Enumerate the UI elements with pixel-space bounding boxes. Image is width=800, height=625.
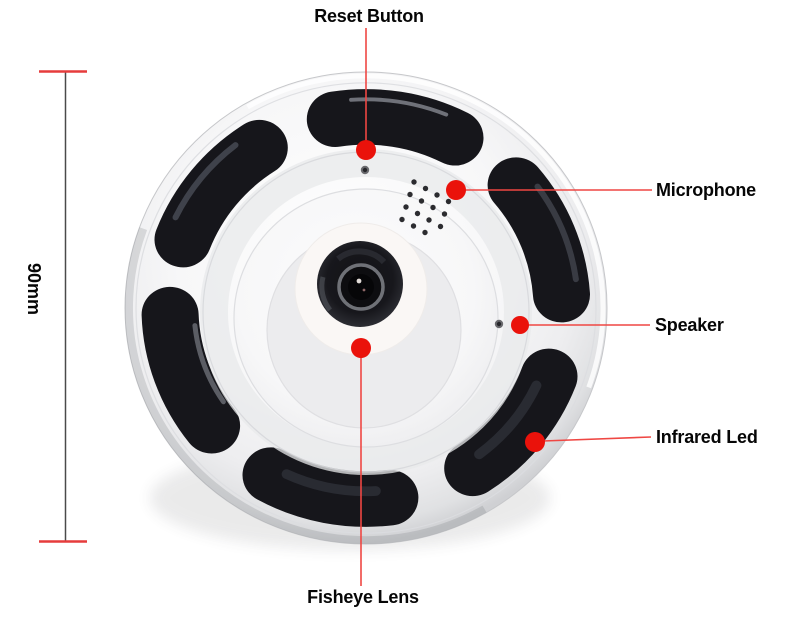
speaker-label: Speaker	[655, 315, 724, 335]
callout-markers	[351, 140, 545, 452]
fisheye-lens	[294, 222, 428, 356]
speaker-pinhole	[494, 319, 504, 329]
microphone-label: Microphone	[656, 180, 756, 200]
infrared-led-label: Infrared Led	[656, 427, 758, 447]
callout-lines	[360, 28, 652, 586]
lens-glint	[356, 278, 362, 284]
dimension-line	[39, 70, 87, 543]
speaker-marker-dot	[511, 316, 529, 334]
infrared-window-segments	[141, 89, 590, 527]
reset-pinhole	[360, 165, 370, 175]
microphone-holes	[399, 179, 452, 236]
fisheye-lens-label: Fisheye Lens	[307, 587, 419, 607]
dimension-90mm-label: 90mm	[24, 262, 44, 316]
microphone-marker-dot	[446, 180, 466, 200]
reset-button-label: Reset Button	[314, 6, 424, 26]
infrared-leader-line	[542, 436, 652, 442]
infrared-marker-dot	[525, 432, 545, 452]
reset-marker-dot	[356, 140, 376, 160]
fisheye-marker-dot	[351, 338, 371, 358]
